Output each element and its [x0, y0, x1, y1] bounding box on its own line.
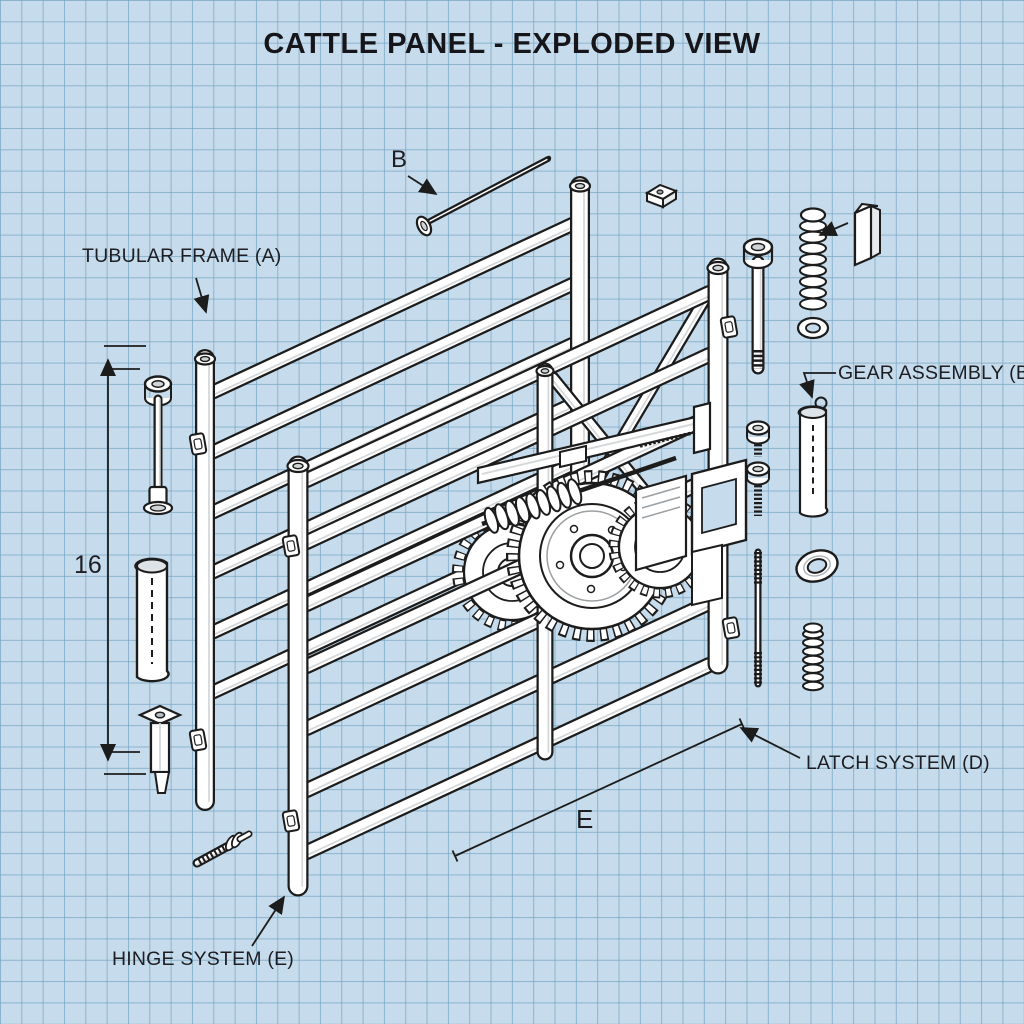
rail-clips	[188, 315, 741, 833]
gear-channel-sleeve	[797, 396, 829, 518]
latch-leader-arrow	[739, 727, 801, 759]
label-pin-callout: B	[391, 146, 408, 173]
back-left-post	[195, 349, 215, 811]
height-dimension	[99, 345, 146, 775]
label-tubular-frame: TUBULAR FRAME (A)	[82, 245, 282, 267]
gear-leader-arrow	[799, 372, 836, 399]
long-bolt	[742, 237, 774, 375]
width-dimension	[451, 718, 746, 862]
label-gear-assembly: GEAR ASSEMBLY (B)	[838, 362, 1024, 384]
label-latch-system: LATCH SYSTEM (D)	[806, 752, 990, 774]
channel-bracket	[853, 202, 881, 267]
page-title: CATTLE PANEL - EXPLODED VIEW	[263, 28, 761, 60]
spring-large	[799, 207, 827, 311]
label-height-dim: 16	[74, 551, 102, 579]
hinge-bolt	[153, 394, 163, 494]
pin-leader-arrow	[407, 175, 438, 195]
label-hinge-system: HINGE SYSTEM (E)	[112, 948, 294, 970]
hinge-stud	[192, 830, 253, 868]
pivot-pin	[415, 155, 552, 237]
annotation-lines	[99, 175, 849, 947]
clip-block	[644, 183, 679, 209]
medium-bolt	[745, 461, 771, 516]
frame-leader-arrow	[193, 277, 210, 314]
latch-system	[476, 401, 748, 607]
spring-small	[802, 622, 824, 692]
back-frame	[193, 176, 592, 811]
label-width-dim: E	[576, 804, 594, 834]
latch-spring	[483, 478, 583, 534]
latch-housing	[634, 474, 688, 572]
spring-leader-arrow	[818, 221, 849, 237]
latch-adjust-screw	[639, 430, 697, 448]
fastener-parts	[742, 202, 881, 692]
ring-washer	[795, 549, 839, 583]
hinge-parts	[134, 375, 253, 868]
short-bolt	[745, 420, 771, 457]
hinge-leader-arrow	[251, 895, 285, 947]
